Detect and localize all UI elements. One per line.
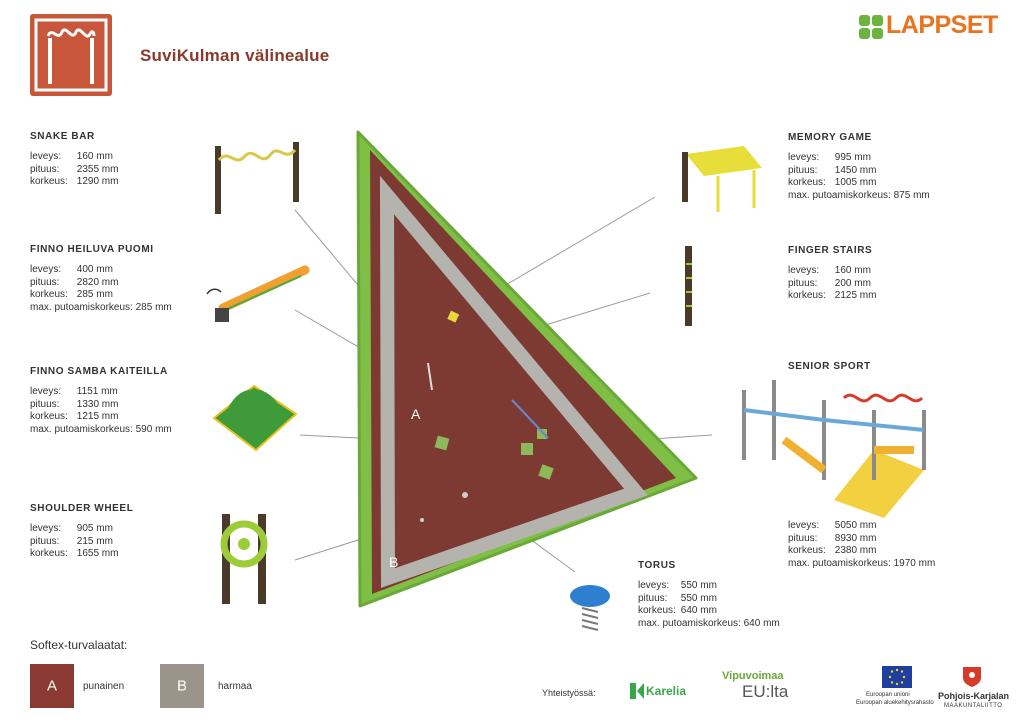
legend-title: Softex-turvalaatat: <box>30 638 128 652</box>
spec-samba: FINNO SAMBA KAITEILLA leveys: 1151 mm pi… <box>30 366 172 436</box>
play-area-logo-icon <box>34 18 108 92</box>
spec-memory-game: MEMORY GAME leveys: 995 mm pituus: 1450 … <box>788 132 930 202</box>
spec-row: korkeus: 2125 mm <box>788 290 877 302</box>
spec-senior-sport-title: SENIOR SPORT <box>788 361 871 381</box>
senior-sport-image <box>742 380 926 518</box>
spec-row: korkeus: 2380 mm <box>788 545 877 557</box>
spec-title: MEMORY GAME <box>788 132 872 143</box>
spec-title: FINGER STAIRS <box>788 245 873 256</box>
samba-marker <box>434 435 450 451</box>
swatch-grey: B <box>160 664 204 708</box>
spec-snake-bar: SNAKE BAR leveys: 160 mm pituus: 2355 mm… <box>30 131 118 189</box>
brand-logo: LAPPSET <box>886 11 998 39</box>
swatch-red: A <box>30 664 74 708</box>
spec-row: leveys: 1151 mm <box>30 386 118 397</box>
spec-row: korkeus: 1215 mm <box>30 411 119 423</box>
spec-row: leveys: 550 mm <box>638 580 717 591</box>
vipuvoimaa-text: Vipuvoimaa <box>722 670 784 682</box>
spec-row: pituus: 2820 mm <box>30 276 119 288</box>
senior-sport-marker-2 <box>537 429 547 439</box>
torus-marker <box>462 492 468 498</box>
spec-row: leveys: 995 mm <box>788 152 871 163</box>
finger-stairs-image <box>685 246 692 326</box>
zone-a-label: A <box>411 406 421 422</box>
samba-image <box>212 384 298 452</box>
spec-row: korkeus: 1005 mm <box>788 177 877 189</box>
swatch-red-label: punainen <box>83 681 125 692</box>
spec-title: SNAKE BAR <box>30 131 95 142</box>
eu-flag-icon <box>882 666 912 688</box>
spec-balance-beam: FINNO HEILUVA PUOMI leveys: 400 mm pituu… <box>30 244 172 314</box>
pk-text-1: Pohjois-Karjalan <box>938 691 1010 701</box>
swatch-grey-label: harmaa <box>218 681 252 692</box>
site-logo <box>30 14 112 96</box>
memory-game-image <box>682 146 762 212</box>
snake-bar-marker <box>427 362 433 391</box>
spec-row: leveys: 905 mm <box>30 523 113 534</box>
page-title: SuviKulman välinealue <box>140 46 330 65</box>
senior-sport-bar <box>511 399 549 439</box>
spec-row: leveys: 400 mm <box>30 264 113 275</box>
clover-icon <box>858 14 884 40</box>
spec-row: pituus: 1330 mm <box>30 398 119 410</box>
eu-text-2: Euroopan aluekehitysrahasto <box>856 700 934 706</box>
snake-bar-image <box>215 142 299 214</box>
spec-row: max. putoamiskorkeus: 875 mm <box>788 189 930 201</box>
senior-sport-marker-3 <box>538 464 554 480</box>
spec-row: pituus: 8930 mm <box>788 532 877 544</box>
spec-row: pituus: 2355 mm <box>30 163 119 175</box>
spec-row: korkeus: 640 mm <box>638 605 717 617</box>
torus-image <box>570 585 610 631</box>
spec-title: FINNO HEILUVA PUOMI <box>30 244 154 255</box>
spec-title: SENIOR SPORT <box>788 361 871 372</box>
shoulder-wheel-marker <box>420 518 424 522</box>
regional-council-crest-icon <box>962 666 982 688</box>
spec-row: max. putoamiskorkeus: 285 mm <box>30 301 172 313</box>
spec-row: korkeus: 1655 mm <box>30 548 119 560</box>
karelia-logo-icon <box>630 683 644 699</box>
spec-row: pituus: 1450 mm <box>788 164 877 176</box>
spec-row: korkeus: 285 mm <box>30 289 113 301</box>
spec-row: leveys: 5050 mm <box>788 520 877 531</box>
spec-title: SHOULDER WHEEL <box>30 503 134 514</box>
senior-sport-marker-1 <box>521 443 533 455</box>
spec-row: max. putoamiskorkeus: 1970 mm <box>788 557 936 569</box>
spec-row: leveys: 160 mm <box>788 265 871 276</box>
spec-row: pituus: 550 mm <box>638 592 717 604</box>
balance-beam-image <box>206 265 310 322</box>
spec-row: pituus: 200 mm <box>788 277 871 289</box>
spec-row: leveys: 160 mm <box>30 151 113 162</box>
memory-game-marker <box>447 310 460 323</box>
spec-row: max. putoamiskorkeus: 640 mm <box>638 617 780 629</box>
grey-path <box>379 175 648 588</box>
spec-shoulder-wheel: SHOULDER WHEEL leveys: 905 mm pituus: 21… <box>30 503 133 561</box>
spec-row: pituus: 215 mm <box>30 535 113 547</box>
spec-row: korkeus: 1290 mm <box>30 176 119 188</box>
cooperation-label: Yhteistyössä: <box>542 688 596 698</box>
eu-text-1: Euroopan unioni <box>866 692 910 698</box>
spec-torus: TORUS leveys: 550 mm pituus: 550 mm kork… <box>638 560 780 630</box>
spec-title: TORUS <box>638 560 676 571</box>
eu-lta-text: EU:lta <box>742 682 789 701</box>
karelia-logo: Karelia <box>646 684 687 698</box>
spec-title: FINNO SAMBA KAITEILLA <box>30 366 168 377</box>
spec-finger-stairs: FINGER STAIRS leveys: 160 mm pituus: 200… <box>788 245 876 303</box>
pk-text-2: MAAKUNTALIITTO <box>944 703 1003 709</box>
zone-b-label: B <box>389 554 399 570</box>
spec-row: max. putoamiskorkeus: 590 mm <box>30 423 172 435</box>
spec-senior-sport: leveys: 5050 mm pituus: 8930 mm korkeus:… <box>788 520 935 570</box>
shoulder-wheel-image <box>220 514 268 604</box>
